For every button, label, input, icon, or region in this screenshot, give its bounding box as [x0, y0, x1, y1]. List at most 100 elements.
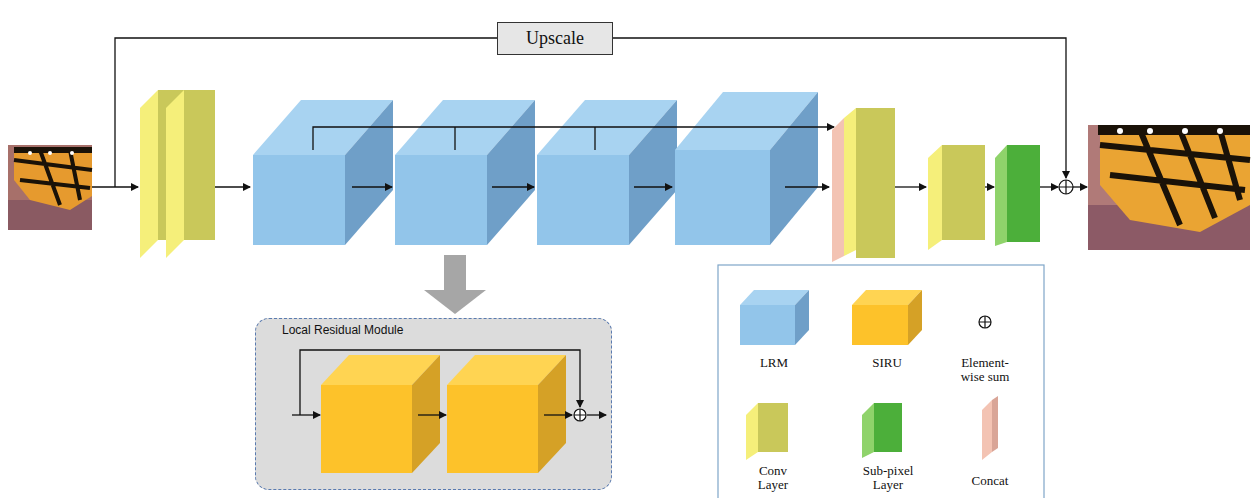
- sum-symbol: [1059, 180, 1073, 194]
- module-wires: [418, 414, 446, 415]
- output-image: [1088, 125, 1250, 250]
- zoom-arrow: [444, 255, 466, 291]
- group-heading: Local Residual Module: [282, 324, 403, 338]
- conv-layer: [928, 145, 985, 250]
- module-group: Local Residual Module: [255, 318, 612, 490]
- skip-connection: [594, 127, 595, 150]
- concat-conv: [844, 108, 856, 256]
- output-image: [1098, 125, 1250, 135]
- flow-arrow: [215, 186, 250, 187]
- input-image: [70, 151, 74, 155]
- input-image: [48, 151, 52, 155]
- input-image: [28, 151, 32, 155]
- legend-sum-icon: [979, 316, 991, 328]
- legend-label: Concat: [955, 474, 1025, 488]
- legend-label: Element-wise sum: [954, 356, 1016, 385]
- legend-subpixel-icon: [862, 403, 902, 458]
- skip-connection: [313, 127, 834, 150]
- conv-layer: [928, 145, 942, 250]
- zoom-arrow: [424, 255, 486, 314]
- output-image: [1100, 130, 1250, 225]
- legend-label: LRM: [729, 356, 819, 370]
- legend-conv-icon: [758, 403, 788, 452]
- legend-siru-icon: [852, 305, 908, 345]
- flow-arrow: [352, 186, 392, 187]
- module-inset: [538, 355, 566, 473]
- flow-arrow: [492, 186, 534, 187]
- output-image: [1088, 125, 1250, 250]
- legend-conv-icon: [746, 403, 758, 460]
- module-inset: [447, 385, 538, 473]
- conv-layer: [140, 90, 158, 258]
- lrm-cube: [537, 155, 629, 245]
- output-image: [1117, 128, 1123, 134]
- output-image: [1100, 130, 1250, 232]
- input-image: [14, 150, 92, 210]
- lrm-cube: [345, 100, 393, 245]
- flow-arrow: [1073, 186, 1087, 187]
- subpixel-layer: [995, 145, 1040, 246]
- module-wires: [292, 350, 606, 415]
- legend-subpixel-icon: [862, 403, 874, 458]
- concat-conv: [856, 108, 895, 258]
- legend-conv-icon: [746, 403, 788, 460]
- legend-lrm-icon: [740, 305, 795, 345]
- sum-symbol: [574, 409, 586, 421]
- conv-layer: [166, 90, 184, 258]
- output-image: [1182, 128, 1188, 134]
- flow-arrow: [1040, 186, 1058, 187]
- sum-symbol: [1059, 180, 1073, 194]
- output-image: [1147, 128, 1153, 134]
- lrm-cube: [253, 155, 345, 245]
- legend-sum-icon: [979, 316, 991, 328]
- input-image: [8, 145, 92, 230]
- lrm-cube: [395, 155, 487, 245]
- lrm-cube: [487, 100, 535, 245]
- flow-arrow: [785, 186, 829, 187]
- skip-connection: [454, 127, 455, 150]
- lrm-cube: [253, 92, 818, 245]
- flow-arrow: [634, 186, 672, 187]
- legend-sum-icon: [979, 316, 991, 328]
- legend-lrm-icon: [795, 290, 809, 345]
- module-wires: [587, 414, 606, 415]
- box-label: Upscale: [526, 28, 584, 49]
- module-inset: [255, 318, 612, 490]
- conv-layer: [140, 90, 215, 258]
- sum-symbol: [574, 409, 586, 421]
- skip-connection: [313, 127, 834, 150]
- legend-concat-icon: [982, 396, 998, 460]
- legend-label: Conv Layer: [751, 464, 795, 493]
- module-inset: [321, 385, 412, 473]
- sum-symbol: [574, 409, 586, 421]
- legend-frame: [718, 265, 1044, 498]
- legend-label: Sub-pixel Layer: [858, 464, 918, 493]
- legend-concat-icon: [982, 400, 992, 460]
- module-wires: [292, 414, 320, 415]
- conv-layer: [942, 145, 985, 240]
- flow-arrow: [92, 186, 138, 187]
- flow-arrow: [895, 186, 926, 187]
- legend-label: SIRU: [842, 356, 932, 370]
- sum-symbol: [1059, 180, 1073, 194]
- subpixel-layer: [995, 145, 1007, 246]
- lrm-cube: [629, 100, 677, 245]
- module-inset: [412, 355, 440, 473]
- lrm-cube: [675, 150, 770, 245]
- legend-concat-icon: [992, 396, 998, 452]
- output-image: [1217, 128, 1223, 134]
- subpixel-layer: [1007, 145, 1040, 242]
- legend-frame: [718, 265, 1044, 498]
- input-image: [14, 147, 92, 153]
- upscale-box: Upscale: [497, 22, 613, 55]
- legend-lrm-icon: [740, 290, 809, 345]
- flow-arrow: [985, 186, 994, 187]
- input-image: [8, 145, 92, 230]
- conv-layer: [184, 90, 215, 240]
- legend-siru-icon: [852, 290, 922, 345]
- input-image: [14, 150, 92, 205]
- lrm-cube: [770, 92, 818, 245]
- concat-conv: [832, 108, 895, 262]
- module-wires: [300, 350, 580, 415]
